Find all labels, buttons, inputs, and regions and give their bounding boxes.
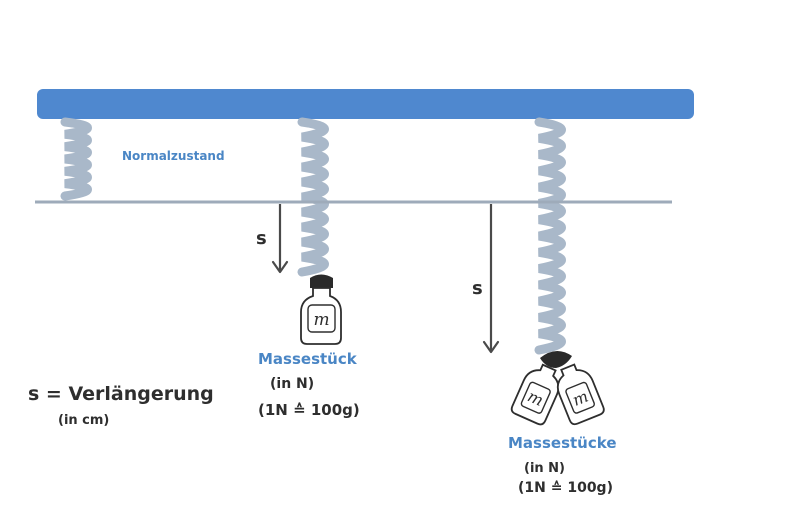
- extension-label-long: s: [472, 278, 483, 299]
- extension-arrow-long: [482, 204, 500, 354]
- mass-double-unit: (in N): [524, 461, 565, 476]
- mass-single-conversion: (1N ≙ 100g): [258, 401, 360, 419]
- spring-one-weight: [297, 117, 329, 277]
- weight-letter: m: [525, 386, 547, 410]
- legend-extension: s = Verlängerung: [28, 383, 214, 405]
- ceiling-beam: [37, 89, 694, 119]
- mass-double-conversion: (1N ≙ 100g): [518, 480, 613, 496]
- legend-extension-unit: (in cm): [58, 413, 110, 428]
- weight-letter: m: [313, 310, 329, 330]
- weight-single: m: [300, 274, 342, 345]
- weight-letter: m: [570, 387, 591, 410]
- spring-two-weights: [534, 117, 566, 355]
- mass-single-label: Massestück: [258, 350, 357, 368]
- mass-double-label: Massestücke: [508, 434, 617, 452]
- normal-state-label: Normalzustand: [122, 149, 225, 163]
- extension-label-short: s: [256, 228, 267, 249]
- mass-single-unit: (in N): [270, 376, 315, 392]
- weight-double: m m: [510, 350, 605, 426]
- spring-normal: [60, 117, 92, 201]
- extension-arrow-short: [271, 204, 289, 274]
